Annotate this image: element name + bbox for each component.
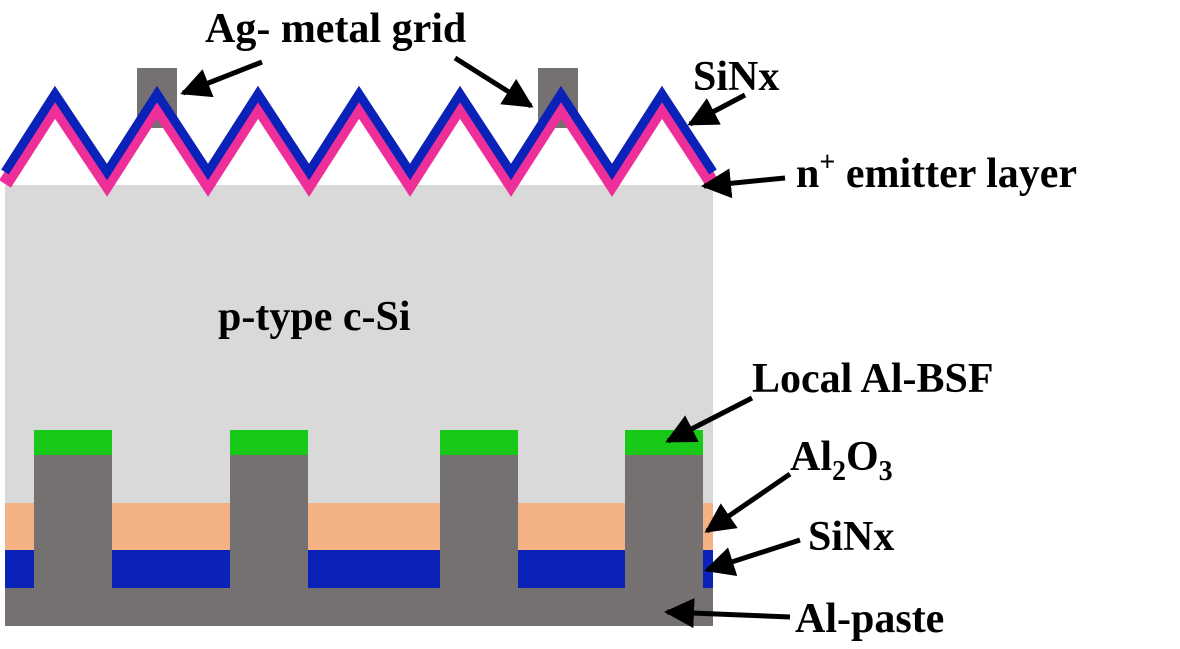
label-emitter-layer: n+ emitter layer xyxy=(796,147,1077,197)
p-type-silicon-substrate xyxy=(5,185,713,505)
label-al-paste: Al-paste xyxy=(795,596,944,642)
local-al-bsf-3 xyxy=(440,430,518,455)
arrow-sinx-top xyxy=(687,92,747,127)
n-emitter-layer xyxy=(0,93,719,197)
arrow-al2o3 xyxy=(704,471,792,534)
pointer-arrows xyxy=(180,55,801,629)
al2o3-layer xyxy=(5,503,713,550)
label-al2o3: Al2O3 xyxy=(790,434,893,487)
sinx-rear-layer xyxy=(5,550,713,588)
rear-contact-2 xyxy=(230,455,308,588)
rear-contact-4 xyxy=(625,455,703,588)
label-local-al-bsf: Local Al-BSF xyxy=(752,356,994,402)
local-al-bsf-4 xyxy=(625,430,703,455)
al-paste-layer xyxy=(5,588,713,626)
arrow-ag-grid-left xyxy=(180,59,263,98)
local-al-bsf-2 xyxy=(230,430,308,455)
arrow-local-bsf xyxy=(665,395,754,444)
arrow-sinx-bottom xyxy=(704,537,801,576)
label-p-type-si: p-type c-Si xyxy=(218,294,411,340)
rear-contact-1 xyxy=(34,455,112,588)
label-sinx-bottom: SiNx xyxy=(808,514,894,560)
arrow-ag-grid-right xyxy=(453,55,534,109)
label-sinx-top: SiNx xyxy=(693,54,779,100)
local-al-bsf-1 xyxy=(34,430,112,455)
arrow-emitter xyxy=(701,168,786,199)
arrow-al-paste xyxy=(664,598,791,629)
label-ag-metal-grid: Ag- metal grid xyxy=(205,6,466,52)
rear-contact-3 xyxy=(440,455,518,588)
sinx-front-coating xyxy=(1,85,717,181)
